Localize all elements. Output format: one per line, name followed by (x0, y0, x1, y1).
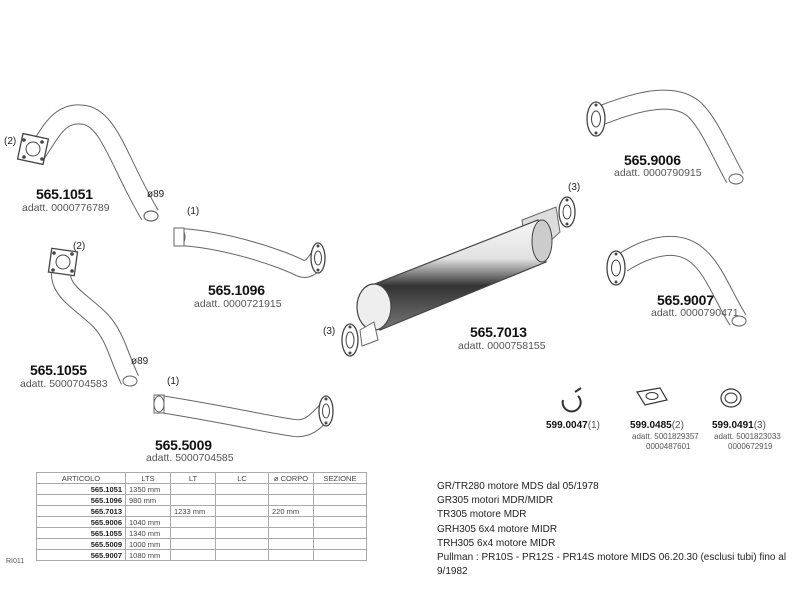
flange-icon (606, 250, 626, 286)
part-adatt: adatt. 0000776789 (22, 202, 110, 214)
flange-icon (586, 101, 606, 137)
quantity-mark: (2) (73, 241, 86, 252)
flange-icon (310, 242, 326, 274)
list-item: TRH305 6x4 motore MIDR (437, 537, 556, 549)
gasket-icon (636, 387, 668, 406)
pipes-drawing (16, 89, 747, 438)
part-adatt: adatt. 0000790915 (614, 167, 702, 179)
hardware-code: 599.0047(1) (546, 420, 600, 431)
pipe-565-9007[interactable] (606, 235, 747, 327)
table-row: 565.1055 1340 mm (36, 527, 367, 539)
pipe-565-9006[interactable] (586, 89, 744, 185)
table-header-row: ARTICOLO LTS LT LC ø CORPO SEZIONE (36, 472, 367, 484)
diameter-mark: ø89 (131, 356, 149, 367)
hardware-code: 599.0491(3) (712, 420, 766, 431)
gasket-ring-icon (720, 388, 742, 408)
part-adatt: adatt. 5000704585 (146, 452, 234, 464)
flange-icon (16, 132, 50, 166)
table-row: 565.7013 1233 mm 220 mm (36, 505, 367, 517)
part-code: 565.9007 (657, 292, 714, 308)
applications-list: GR/TR280 motore MDS dal 05/1978 GR305 mo… (437, 480, 800, 579)
part-adatt: adatt. 0000758155 (458, 340, 546, 352)
hardware-refs: adatt. 5001829357 0000487601 (632, 432, 699, 451)
part-code: 565.9006 (624, 152, 681, 168)
list-item: GR305 motori MDR/MIDR (437, 495, 554, 507)
table-row: 565.1051 1350 mm (36, 483, 367, 495)
part-code: 565.1051 (36, 186, 93, 202)
flange-icon (47, 247, 79, 277)
list-item: GRH305 6x4 motore MIDR (437, 523, 558, 535)
pipe-565-5009[interactable] (153, 394, 334, 438)
table-row: 565.5009 1000 mm (36, 538, 367, 550)
part-code: 565.7013 (470, 324, 527, 340)
column-header: LT (170, 472, 216, 484)
flange-icon (558, 196, 576, 228)
flange-icon (318, 395, 334, 427)
diameter-mark: ø89 (147, 189, 165, 200)
part-adatt: adatt. 0000721915 (194, 298, 282, 310)
hardware-refs: adatt. 5001823033 0000672919 (714, 432, 781, 451)
quantity-mark: (2) (4, 136, 17, 147)
table-row: 565.9007 1080 mm (36, 549, 367, 561)
table-side-label: RI011 (6, 558, 25, 565)
quantity-mark: (3) (568, 182, 581, 193)
column-header: LTS (125, 472, 171, 484)
column-header: ø CORPO (268, 472, 314, 484)
part-adatt: adatt. 0000790471 (651, 307, 739, 319)
table-row: 565.9006 1040 mm (36, 516, 367, 528)
list-item: TR305 motore MDR (437, 509, 527, 521)
part-code: 565.5009 (155, 437, 212, 453)
column-header: ARTICOLO (36, 472, 126, 484)
quantity-mark: (1) (167, 376, 180, 387)
list-item: GR/TR280 motore MDS dal 05/1978 (437, 481, 599, 492)
pipe-565-1096[interactable] (173, 227, 326, 278)
dimensions-table: ARTICOLO LTS LT LC ø CORPO SEZIONE 565.1… (36, 472, 367, 561)
flange-icon (341, 323, 359, 357)
pipe-565-1051[interactable] (16, 104, 159, 222)
quantity-mark: (3) (323, 326, 336, 337)
clamp-icon (561, 387, 582, 413)
part-adatt: adatt. 5000704583 (20, 378, 108, 390)
muffler-565-7013[interactable] (341, 196, 576, 357)
part-code: 565.1096 (208, 282, 265, 298)
hardware-code: 599.0485(2) (630, 420, 684, 431)
column-header: LC (215, 472, 269, 484)
quantity-mark: (1) (187, 206, 200, 217)
list-item: Pullman : PR10S - PR12S - PR14S motore M… (437, 552, 787, 578)
pipe-565-1055[interactable] (47, 247, 140, 387)
table-row: 565.1096 980 mm (36, 494, 367, 506)
column-header: SEZIONE (313, 472, 367, 484)
part-code: 565.1055 (30, 362, 87, 378)
